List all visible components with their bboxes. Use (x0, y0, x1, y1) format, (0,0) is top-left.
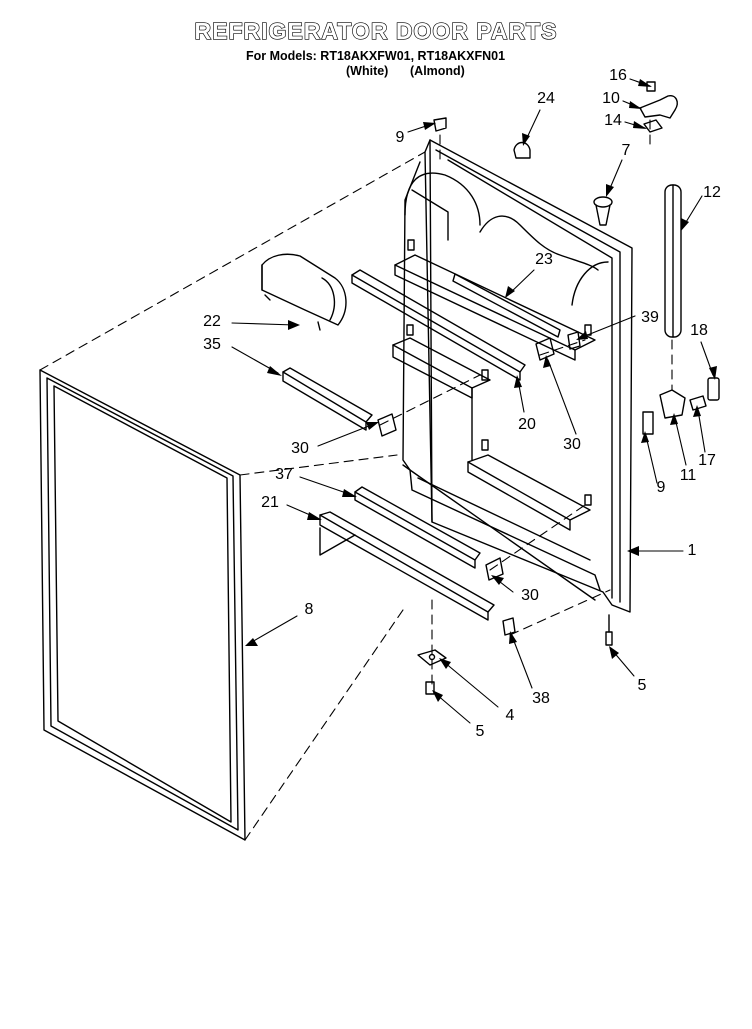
part-label: 10 (602, 90, 620, 107)
part-label: 11 (679, 467, 697, 484)
color-almond: (Almond) (410, 64, 465, 78)
part-label: 7 (621, 142, 631, 159)
bottom-hinge (642, 377, 720, 435)
part-label: 38 (532, 690, 550, 707)
part-label: 9 (395, 129, 405, 146)
door-gasket (39, 369, 246, 841)
part-label: 8 (304, 601, 314, 618)
part-label: 39 (641, 309, 659, 326)
page-title: REFRIGERATOR DOOR PARTS (194, 17, 558, 44)
part-label: 30 (563, 436, 581, 453)
part-label: 37 (275, 466, 293, 483)
part-label: 23 (535, 251, 553, 268)
part-label: 16 (609, 67, 627, 84)
part-label: 18 (690, 322, 708, 339)
plugs-screws (417, 117, 613, 695)
dairy-door (261, 253, 347, 331)
models-line: For Models: RT18AKXFW01, RT18AKXFN01 (246, 49, 506, 63)
hinge-cover (664, 184, 682, 338)
part-label: 35 (203, 336, 221, 353)
part-label: 4 (505, 707, 515, 724)
part-label: 1 (687, 542, 697, 559)
part-label: 21 (261, 494, 279, 511)
part-label: 12 (703, 184, 721, 201)
part-label: 17 (698, 452, 716, 469)
door-stop (513, 141, 531, 159)
door-liner (392, 139, 633, 613)
top-hinge (639, 81, 678, 133)
part-label: 5 (475, 723, 485, 740)
part-label: 5 (637, 677, 647, 694)
shelf-rails (282, 269, 561, 621)
color-white: (White) (346, 64, 389, 78)
bumper (593, 196, 613, 226)
part-label: 24 (537, 90, 555, 107)
part-label: 30 (521, 587, 539, 604)
end-caps (377, 331, 581, 636)
part-label: 9 (656, 479, 666, 496)
part-label: 30 (291, 440, 309, 457)
part-label: 22 (203, 313, 221, 330)
part-label: 20 (518, 416, 536, 433)
part-label: 14 (604, 112, 622, 129)
